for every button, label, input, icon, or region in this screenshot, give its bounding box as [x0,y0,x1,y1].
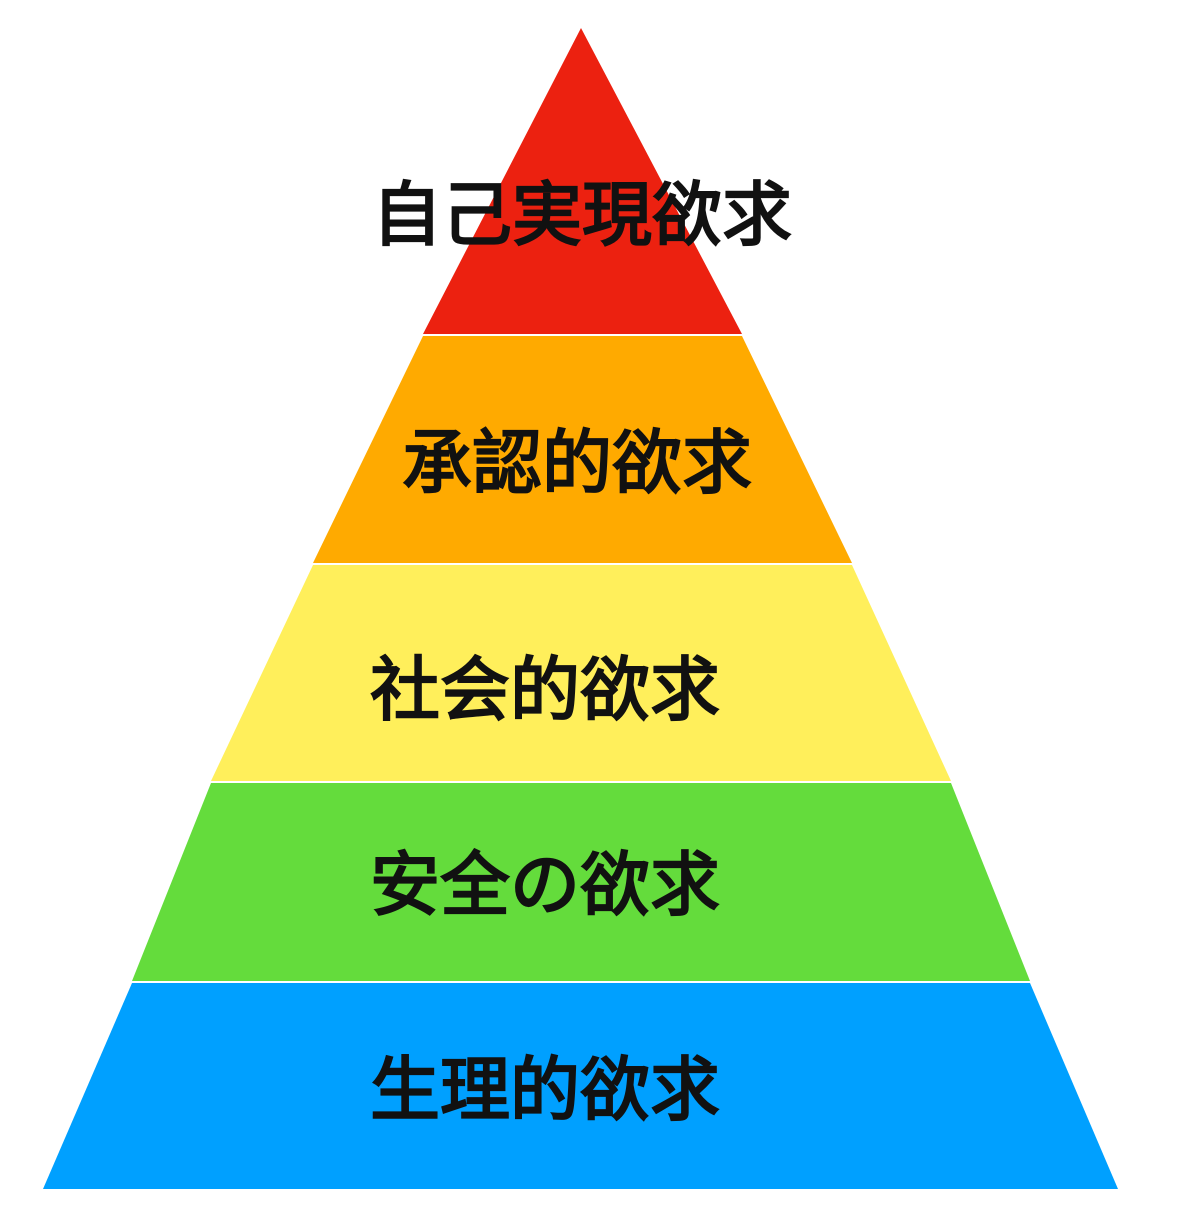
tier-social [211,565,951,781]
tier-label-self-actualization: 自己実現欲求 [372,174,792,256]
tier-esteem [313,336,852,563]
tier-physiological [43,983,1118,1189]
tier-label-physiological: 生理的欲求 [370,1049,720,1131]
tier-label-social: 社会的欲求 [370,649,720,731]
tier-label-esteem: 承認的欲求 [402,422,752,504]
tier-label-safety: 安全の欲求 [370,844,720,926]
tier-safety [132,783,1030,981]
tier-self-actualization [423,28,742,334]
